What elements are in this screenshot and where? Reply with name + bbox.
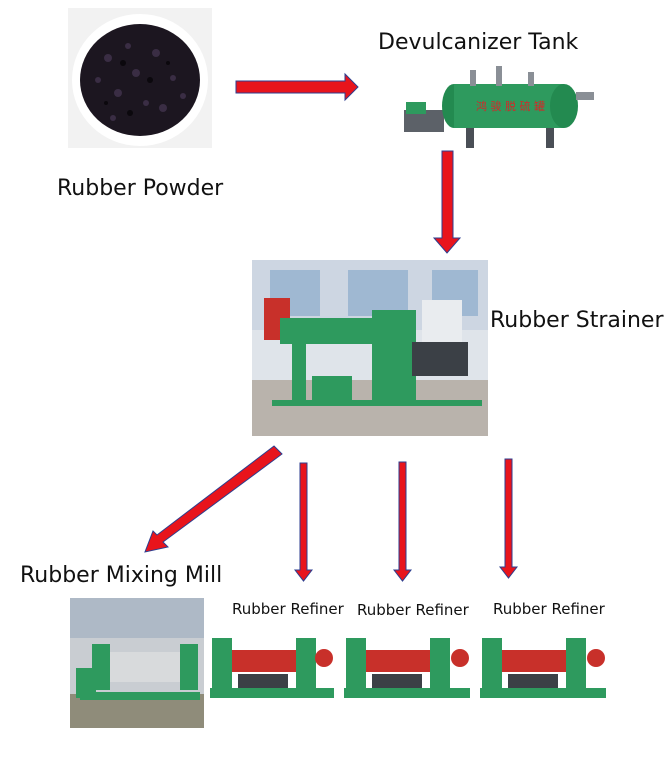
devulcanizer-tank-photo: 鸿 骏 脱 硫 罐: [396, 62, 604, 154]
devulcanizer-tank-label: Devulcanizer Tank: [378, 30, 579, 55]
arrow-strainer-to-refiner-3: [498, 458, 519, 579]
rubber-powder-label: Rubber Powder: [57, 176, 224, 201]
arrow-strainer-to-refiner-2: [392, 461, 413, 582]
rubber-refiner-label-3: Rubber Refiner: [493, 600, 605, 618]
arrow-tank-to-strainer: [432, 150, 462, 254]
rubber-strainer-photo: [252, 260, 488, 436]
rubber-mixing-mill-photo: [70, 598, 204, 728]
arrow-powder-to-tank: [235, 72, 359, 102]
arrow-strainer-to-mixing-mill: [144, 445, 283, 553]
rubber-powder-photo: [68, 8, 212, 148]
rubber-refiner-label-1: Rubber Refiner: [232, 600, 344, 618]
rubber-refiner-label-2: Rubber Refiner: [357, 601, 469, 619]
rubber-strainer-label: Rubber Strainer: [490, 308, 664, 333]
rubber-refiner-photo-3: [478, 628, 608, 704]
svg-text:鸿 骏 脱 硫 罐: 鸿 骏 脱 硫 罐: [476, 99, 545, 113]
rubber-refiner-photo-1: [208, 628, 336, 704]
arrow-strainer-to-refiner-1: [293, 462, 314, 582]
rubber-refiner-photo-2: [342, 628, 472, 704]
rubber-mixing-mill-label: Rubber Mixing Mill: [20, 563, 223, 588]
